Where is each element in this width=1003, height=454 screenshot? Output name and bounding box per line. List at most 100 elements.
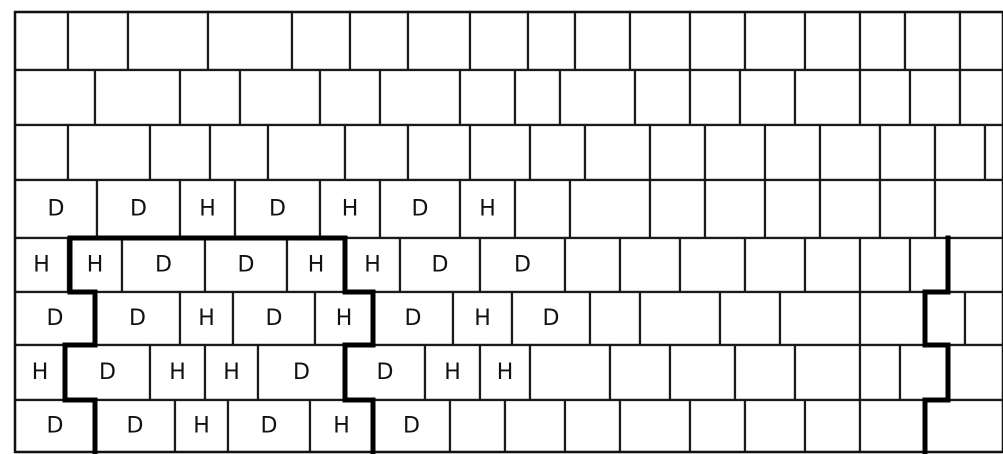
brick-label-h: H (199, 197, 216, 222)
brick (208, 12, 292, 70)
brick (15, 70, 95, 125)
brick (565, 238, 620, 292)
brick-label-d: D (130, 197, 147, 222)
brick (635, 70, 690, 125)
brick-label-d: D (293, 360, 310, 385)
brick (408, 12, 470, 70)
brick (705, 180, 765, 238)
brick-label-d: D (266, 306, 283, 331)
brick (948, 345, 1003, 400)
brick (805, 400, 860, 452)
brick-label-d: D (377, 360, 394, 385)
brick (745, 12, 805, 70)
brick-label-h: H (364, 253, 381, 278)
brick (560, 70, 635, 125)
brick (620, 400, 690, 452)
brick (860, 12, 905, 70)
brick (450, 400, 505, 452)
brick (705, 125, 765, 180)
brick (650, 180, 705, 238)
brick (925, 400, 1003, 452)
brick (765, 180, 820, 238)
brick (948, 238, 1003, 292)
brick-label-d: D (127, 414, 144, 439)
brick (590, 292, 640, 345)
brick-label-d: D (238, 253, 255, 278)
brick (570, 180, 650, 238)
brick (95, 70, 180, 125)
brick (925, 292, 965, 345)
brick-label-h: H (32, 360, 49, 385)
brick (935, 180, 1003, 238)
brick (880, 125, 935, 180)
brick (610, 345, 670, 400)
brick (860, 70, 910, 125)
brick-label-h: H (444, 360, 461, 385)
brick (505, 400, 565, 452)
brick (880, 180, 935, 238)
brick-label-d: D (412, 197, 429, 222)
brick-label-h: H (33, 253, 50, 278)
brick (345, 125, 408, 180)
brick (530, 345, 610, 400)
brick (745, 238, 805, 292)
brick-label-h: H (87, 253, 104, 278)
brick-grid (15, 12, 1003, 452)
brick-label-h: H (308, 253, 325, 278)
brick (68, 125, 150, 180)
brick-label-d: D (47, 306, 64, 331)
brick (128, 12, 208, 70)
brick (910, 70, 960, 125)
brick (860, 292, 925, 345)
brick (630, 12, 690, 70)
brick (690, 400, 745, 452)
brick (380, 70, 460, 125)
brick-label-d: D (405, 306, 422, 331)
brick (805, 12, 860, 70)
brick-label-h: H (169, 360, 186, 385)
brick-label-h: H (193, 414, 210, 439)
brick (68, 12, 128, 70)
brick (515, 70, 560, 125)
brick (745, 400, 805, 452)
brick (860, 345, 900, 400)
brick (985, 125, 1003, 180)
brick (905, 12, 960, 70)
brick (210, 125, 268, 180)
brick (528, 12, 575, 70)
brick (470, 12, 528, 70)
brick (320, 70, 380, 125)
brick (620, 238, 680, 292)
brick-label-d: D (543, 306, 560, 331)
brick-label-h: H (497, 360, 514, 385)
brick (350, 12, 408, 70)
brick (15, 125, 68, 180)
brick (515, 180, 570, 238)
brick (240, 70, 320, 125)
brick-label-h: H (223, 360, 240, 385)
brick (640, 292, 720, 345)
brick (960, 70, 1003, 125)
brick-label-h: H (474, 306, 491, 331)
brick-label-d: D (514, 253, 531, 278)
brick (900, 345, 948, 400)
brick (650, 125, 705, 180)
brick-label-h: H (336, 306, 353, 331)
brick (720, 292, 780, 345)
brick (740, 70, 795, 125)
brick-label-h: H (479, 197, 496, 222)
brick-label-d: D (99, 360, 116, 385)
brick-label-d: D (261, 414, 278, 439)
brick-label-d: D (269, 197, 286, 222)
brick-label-d: D (47, 414, 64, 439)
brick (408, 125, 470, 180)
brick (470, 125, 530, 180)
brick (690, 12, 745, 70)
brick (268, 125, 345, 180)
brick (530, 125, 585, 180)
brick-label-h: H (333, 414, 350, 439)
brick (820, 125, 880, 180)
brick (795, 70, 860, 125)
brick-label-h: H (198, 306, 215, 331)
